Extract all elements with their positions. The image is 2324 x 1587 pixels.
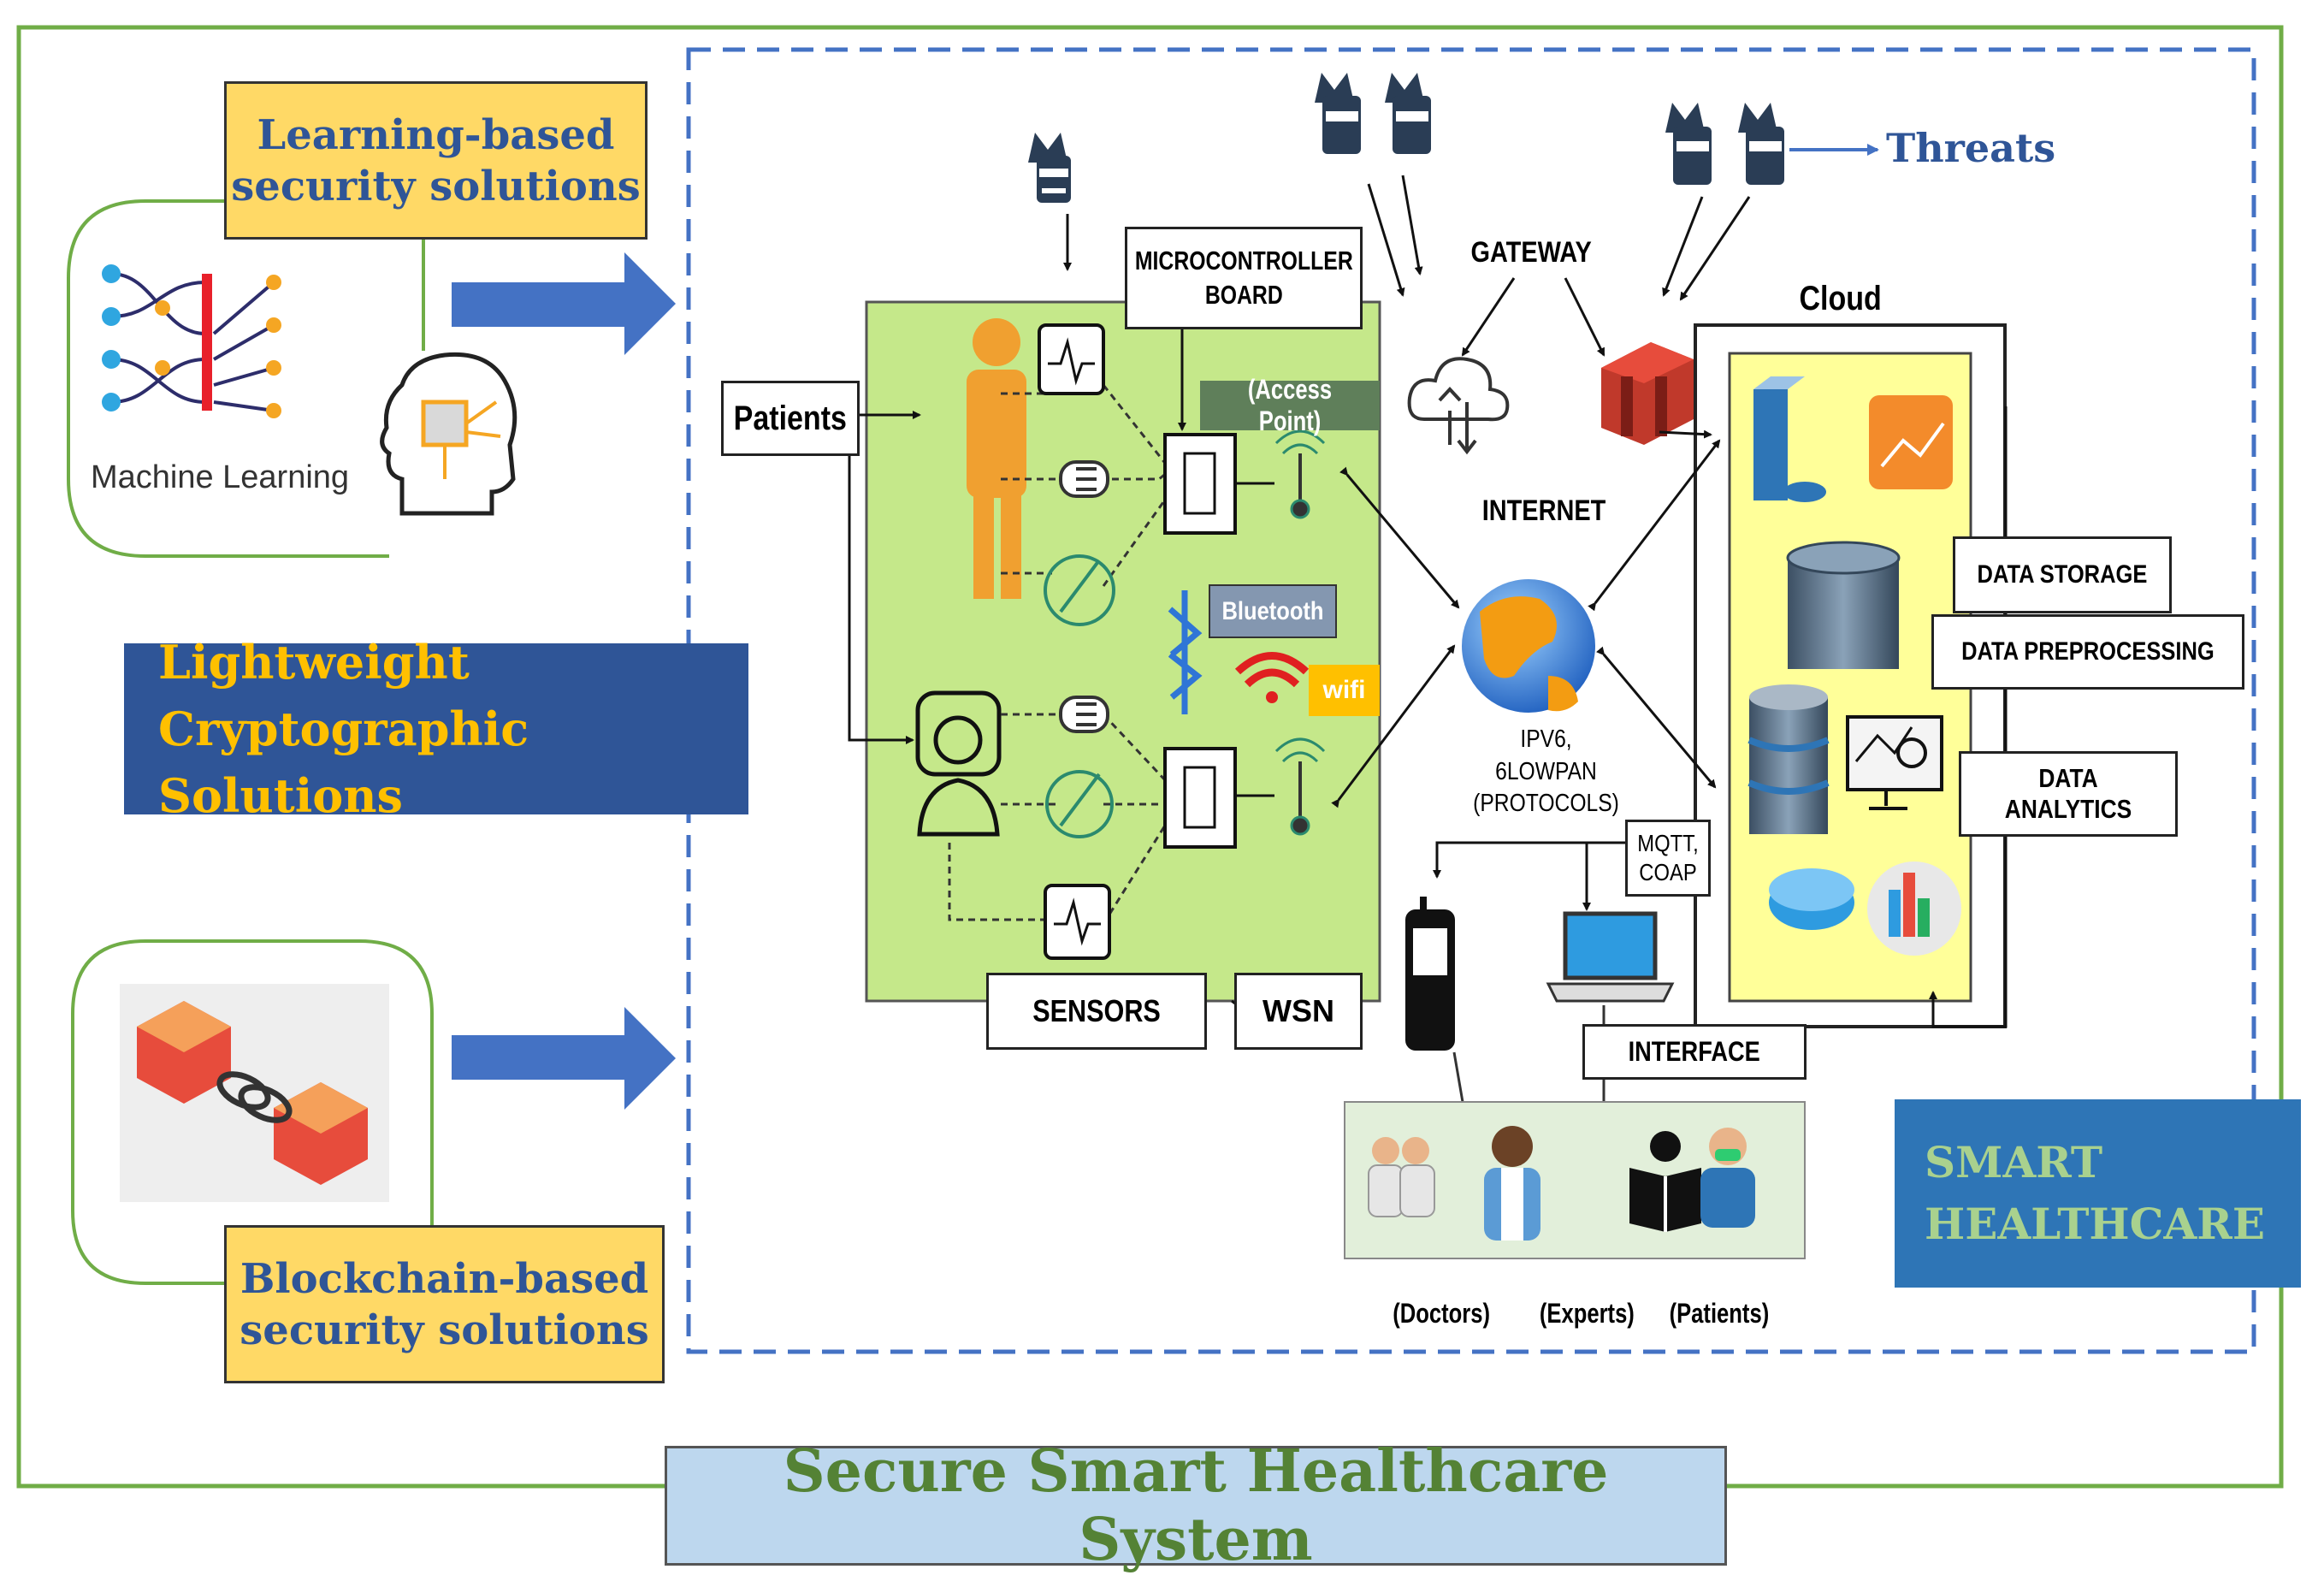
wifi-icon <box>1234 652 1310 703</box>
mobile-phone-icon <box>1405 897 1455 1051</box>
ml-container <box>67 199 423 558</box>
interface-box: INTERFACE <box>1582 1024 1807 1080</box>
ai-head-icon <box>380 352 517 516</box>
gateway-server-icon <box>1601 342 1694 445</box>
hacker-icon-2 <box>1315 73 1361 154</box>
data-analytics-box: DATA ANALYTICS <box>1959 751 2178 837</box>
wsn-text: WSN <box>1263 993 1334 1028</box>
protocols-label: IPV6, 6LOWPAN (PROTOCOLS) <box>1454 725 1638 817</box>
wifi-text: wifi <box>1322 676 1366 704</box>
wifi-label: wifi <box>1309 665 1380 716</box>
gateway-cloud-icon <box>1407 357 1510 455</box>
data-storage-box: DATA STORAGE <box>1953 536 2172 613</box>
database-icon <box>1747 684 1830 834</box>
hacker-icon-4 <box>1665 103 1712 185</box>
system-title: Secure Smart Healthcare System <box>665 1437 1727 1574</box>
ecg-monitor-icon <box>1038 323 1105 395</box>
sensors-box: SENSORS <box>986 973 1207 1050</box>
bed-patient-icon <box>915 690 1002 837</box>
arrow-blockchain-to-system <box>452 1007 676 1110</box>
bluetooth-text: Bluetooth <box>1221 596 1324 625</box>
expert-book-icon <box>1629 1131 1701 1232</box>
bluetooth-label: Bluetooth <box>1209 584 1337 638</box>
patients-user-label: (Patients) <box>1647 1288 1792 1339</box>
analytics-chart-icon <box>1869 395 1953 489</box>
ml-caption-text: Machine Learning <box>90 459 350 495</box>
server-stack-icon <box>1753 376 1826 502</box>
internet-globe-icon <box>1462 579 1595 713</box>
network-router-icon <box>1769 868 1854 930</box>
protocols-text: IPV6, 6LOWPAN (PROTOCOLS) <box>1473 725 1619 818</box>
experts-label: (Experts) <box>1514 1288 1659 1339</box>
doctors-text: (Doctors) <box>1393 1297 1490 1329</box>
microcontroller-box: MICROCONTROLLER BOARD <box>1125 227 1363 329</box>
mqtt-coap-text: MQTT, COAP <box>1637 830 1699 885</box>
thermometer-icon <box>1044 554 1115 626</box>
blockchain-based-label: Blockchain-based security solutions <box>224 1225 665 1383</box>
wsn-box: WSN <box>1234 973 1363 1050</box>
learning-based-label: Learning-based security solutions <box>224 81 648 240</box>
cloud-text: Cloud <box>1799 279 1883 317</box>
sensors-text: SENSORS <box>1032 993 1161 1028</box>
arrow-ml-to-system <box>452 252 676 355</box>
laptop-icon <box>1546 911 1675 1003</box>
data-preprocessing-box: DATA PREPROCESSING <box>1931 614 2244 690</box>
data-storage-drum-icon <box>1786 541 1901 669</box>
data-analytics-text: DATA ANALYTICS <box>2004 763 2132 824</box>
microcontroller-chip-icon-2 <box>1163 747 1237 849</box>
mqtt-coap-box: MQTT, COAP <box>1625 820 1711 897</box>
blockchain-based-text: Blockchain-based security solutions <box>239 1254 649 1354</box>
microcontroller-chip-icon <box>1163 433 1237 535</box>
internet-text: INTERNET <box>1481 494 1606 527</box>
patients-user-text: (Patients) <box>1669 1297 1770 1329</box>
lightweight-crypto-label: Lightweight Cryptographic Solutions <box>124 635 748 823</box>
blockchain-icon <box>120 984 389 1202</box>
smart-healthcare-label: SMART HEALTHCARE <box>1895 1099 2301 1288</box>
bar-chart-icon <box>1867 862 1961 956</box>
ml-caption: Machine Learning <box>79 452 361 503</box>
threats-text: Threats <box>1886 124 2056 171</box>
doctors-label: (Doctors) <box>1369 1288 1514 1339</box>
neural-network-icon <box>102 264 281 418</box>
internet-label: INTERNET <box>1454 488 1634 535</box>
doctors-icon <box>1368 1137 1435 1217</box>
bluetooth-icon <box>1168 590 1203 714</box>
data-preprocessing-text: DATA PREPROCESSING <box>1961 637 2215 666</box>
access-point-text: (Access Point) <box>1247 374 1333 436</box>
cloud-label: Cloud <box>1781 274 1901 323</box>
ecg-monitor-icon-2 <box>1044 884 1111 960</box>
standing-patient-icon <box>967 318 1026 599</box>
expert-doctor-icon <box>1484 1126 1540 1241</box>
system-title-text: Secure Smart Healthcare System <box>783 1437 1609 1574</box>
patients-box: Patients <box>721 381 860 456</box>
gateway-text: GATEWAY <box>1470 236 1592 269</box>
blockchain-container <box>71 939 434 1285</box>
learning-based-text: Learning-based security solutions <box>231 110 641 210</box>
pulse-sensor-icon-2 <box>1059 696 1109 733</box>
interface-text: INTERFACE <box>1628 1036 1761 1067</box>
microcontroller-text: MICROCONTROLLER BOARD <box>1134 245 1353 310</box>
monitor-analytics-icon <box>1846 715 1943 810</box>
hacker-icon-5 <box>1738 103 1784 185</box>
smart-healthcare-text: SMART HEALTHCARE <box>1925 1136 2265 1250</box>
patients-text: Patients <box>733 399 848 437</box>
hacker-icon <box>1028 133 1071 203</box>
data-storage-text: DATA STORAGE <box>1977 560 2148 589</box>
pulse-sensor-icon <box>1059 460 1109 498</box>
antenna-icon <box>1274 429 1326 519</box>
threats-label: Threats <box>1886 120 2074 175</box>
gateway-label: GATEWAY <box>1446 229 1617 276</box>
thermometer-icon-2 <box>1045 770 1114 838</box>
patient-masked-icon <box>1700 1128 1755 1228</box>
lightweight-crypto-text: Lightweight Cryptographic Solutions <box>158 634 529 824</box>
antenna-icon-2 <box>1274 737 1326 836</box>
hacker-icon-3 <box>1385 73 1431 154</box>
access-point-label: (Access Point) <box>1200 374 1380 436</box>
experts-text: (Experts) <box>1539 1297 1635 1329</box>
